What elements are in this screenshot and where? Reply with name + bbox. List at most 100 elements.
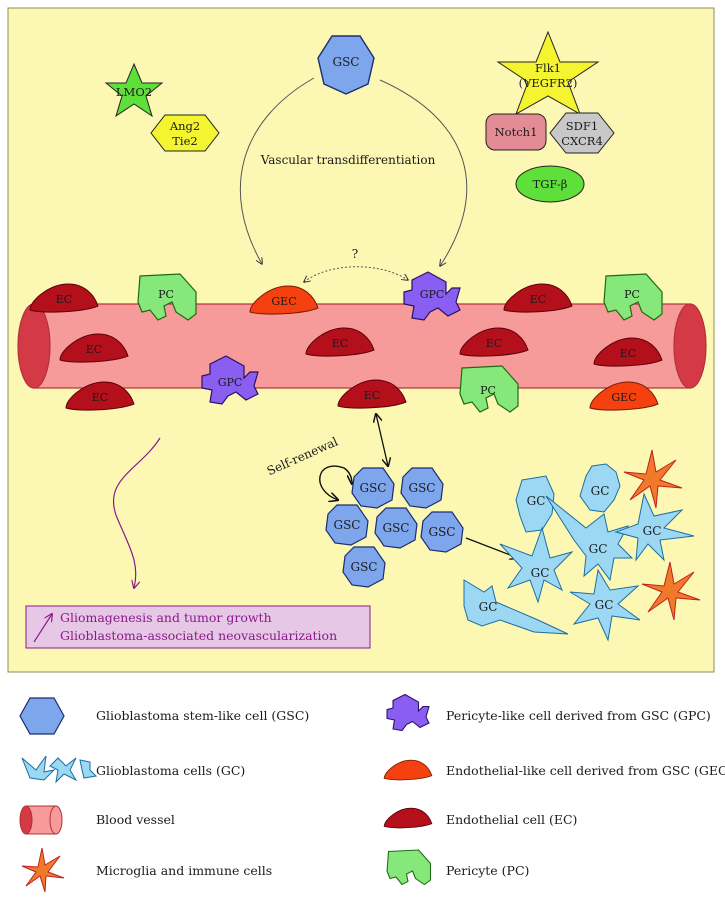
outcome-arrow [112,437,161,588]
svg-text:EC: EC [92,391,108,404]
gsc-cluster: GSC GSC GSC GSC GSC GSC [325,467,464,588]
svg-text:CXCR4: CXCR4 [561,134,603,148]
microglia-cell [623,449,683,509]
self-renewal-arrow [319,465,352,500]
legend-ec-label: Endothelial cell (EC) [446,812,577,827]
svg-text:GC: GC [531,566,550,580]
legend-gpc-label: Pericyte-like cell derived from GSC (GPC… [446,708,711,723]
legend-vessel-label: Blood vessel [96,812,175,827]
svg-text:SDF1: SDF1 [566,119,598,133]
svg-text:EC: EC [56,293,72,306]
svg-text:GEC: GEC [271,295,296,308]
gc-cluster: GC GC GC GC GC GC GC [463,463,695,642]
svg-text:EC: EC [332,337,348,350]
svg-text:GSC: GSC [409,481,436,495]
svg-text:GC: GC [591,484,610,498]
gc-cell: GC [614,492,695,562]
svg-text:EC: EC [364,389,380,402]
gsc-cell: GSC [325,504,369,546]
legend-gec-icon [383,759,433,781]
legend-vessel-icon [19,805,63,835]
svg-text:EC: EC [530,293,546,306]
svg-text:GC: GC [527,494,546,508]
top-gsc-cell: GSC [317,35,375,95]
transdiff-label: Vascular transdifferentiation [260,153,436,167]
svg-text:LMO2: LMO2 [116,85,152,99]
tgfb-badge: TGF-β [515,165,585,203]
svg-text:GSC: GSC [383,521,410,535]
svg-text:GPC: GPC [420,288,445,301]
gsc-cell: GSC [420,511,464,553]
gc-cell: GC [463,579,569,635]
gsc-cell: GSC [400,467,444,509]
pc-cell: PC [459,365,519,413]
ec-cell: EC [337,379,407,409]
svg-text:GC: GC [589,542,608,556]
svg-text:EC: EC [620,347,636,360]
legend-gpc-icon [386,693,430,732]
ec-cell: EC [593,337,663,367]
transdiff-arrow-left [239,77,315,264]
ang2-tie2-badge: Ang2 Tie2 [150,114,220,152]
legend-ec-icon [383,807,433,829]
legend-microglia-label: Microglia and immune cells [96,863,272,878]
lmo2-badge: LMO2 [104,62,164,118]
gsc-cell: GSC [351,467,395,509]
svg-text:EC: EC [86,343,102,356]
legend-gec-label: Endothelial-like cell derived from GSC (… [446,763,725,778]
svg-text:Flk1: Flk1 [535,61,561,75]
pc-cell: PC [137,273,197,321]
flk1-badge: Flk1 (VEGFR2) [496,30,600,116]
outcome-line-2: Glioblastoma-associated neovascularizati… [60,628,337,643]
legend-gc-icon [21,755,98,784]
microglia-cell [641,561,701,621]
gpc-cell: GPC [201,355,259,405]
gpc-cell: GPC [403,271,461,321]
svg-text:TGF-β: TGF-β [533,177,568,191]
ec-cell: EC [305,327,375,357]
svg-text:GSC: GSC [334,518,361,532]
legend-pc-icon [386,849,432,886]
svg-text:GSC: GSC [351,560,378,574]
gec-cell: GEC [249,285,319,315]
svg-text:GPC: GPC [218,376,243,389]
legend-gc-label: Glioblastoma cells (GC) [96,763,245,778]
outcome-line-1: Gliomagenesis and tumor growth [60,610,272,625]
gsc-cell: GSC [342,546,386,588]
legend-gsc-icon [19,697,65,735]
ec-cell: EC [65,381,135,411]
svg-text:GC: GC [595,598,614,612]
legend: Glioblastoma stem-like cell (GSC) Gliobl… [19,693,725,893]
transdiff-arrow-right [379,79,468,266]
svg-text:Ang2: Ang2 [169,119,200,133]
pc-cell: PC [603,273,663,321]
gec-cell: GEC [589,381,659,411]
svg-text:GSC: GSC [360,481,387,495]
notch1-badge: Notch1 [485,113,547,151]
ec-cell: EC [503,283,573,313]
svg-text:GC: GC [479,600,498,614]
gc-cell: GC [499,526,574,604]
gc-cell: GC [545,495,634,582]
sdf1-cxcr4-badge: SDF1 CXCR4 [549,112,615,154]
ec-cell: EC [59,333,129,363]
svg-text:GC: GC [643,524,662,538]
gc-cell: GC [579,463,621,513]
svg-text:(VEGFR2): (VEGFR2) [519,76,578,90]
gc-cell: GC [515,475,555,533]
gsc-cell: GSC [374,507,418,549]
legend-microglia-icon [21,847,65,893]
gc-cell: GC [569,568,641,642]
svg-text:EC: EC [486,337,502,350]
legend-gsc-label: Glioblastoma stem-like cell (GSC) [96,708,309,723]
ec-cell: EC [459,327,529,357]
svg-text:Tie2: Tie2 [172,134,197,148]
svg-text:GEC: GEC [611,391,636,404]
svg-text:PC: PC [158,288,174,301]
outcome-box: Gliomagenesis and tumor growth Glioblast… [25,605,371,649]
ec-gsc-arrow [376,414,388,466]
top-gsc-label: GSC [333,55,360,69]
svg-text:PC: PC [480,384,496,397]
ec-cell: EC [29,283,99,313]
svg-text:GSC: GSC [429,525,456,539]
